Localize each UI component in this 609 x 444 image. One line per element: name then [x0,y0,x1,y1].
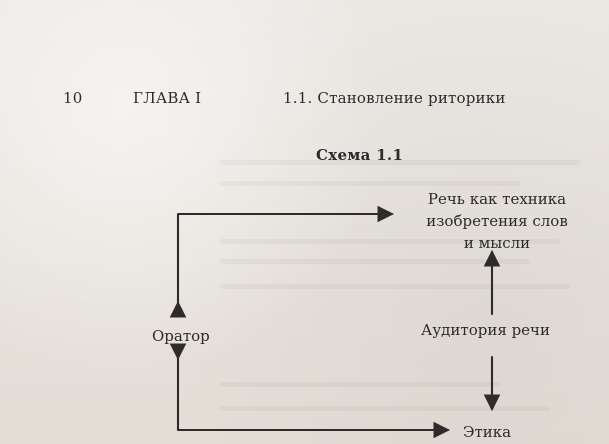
section-title: 1.1. Становление риторики [283,89,506,107]
page-number: 10 [63,89,83,107]
speech-line-3: и мысли [463,234,531,252]
page-header: 10 ГЛАВА I 1.1. Становление риторики [63,89,583,111]
speech-line-1: Речь как техника [427,190,567,208]
faded-backprint [220,181,520,186]
connector-bottom-loop [169,343,451,439]
connector-top-loop [169,205,395,318]
diagram-node-audience: Аудитория речи [421,321,550,339]
diagram-node-speech: Речь как техника изобретения слов и мысл… [382,188,609,254]
diagram-node-orator: Оратор [152,327,210,345]
speech-line-2: изобретения слов [426,212,568,230]
faded-backprint [220,284,570,289]
chapter-label: ГЛАВА I [133,89,202,107]
faded-backprint [220,160,580,165]
diagram-title: Схема 1.1 [316,146,404,164]
diagram-node-ethics: Этика [463,423,512,441]
